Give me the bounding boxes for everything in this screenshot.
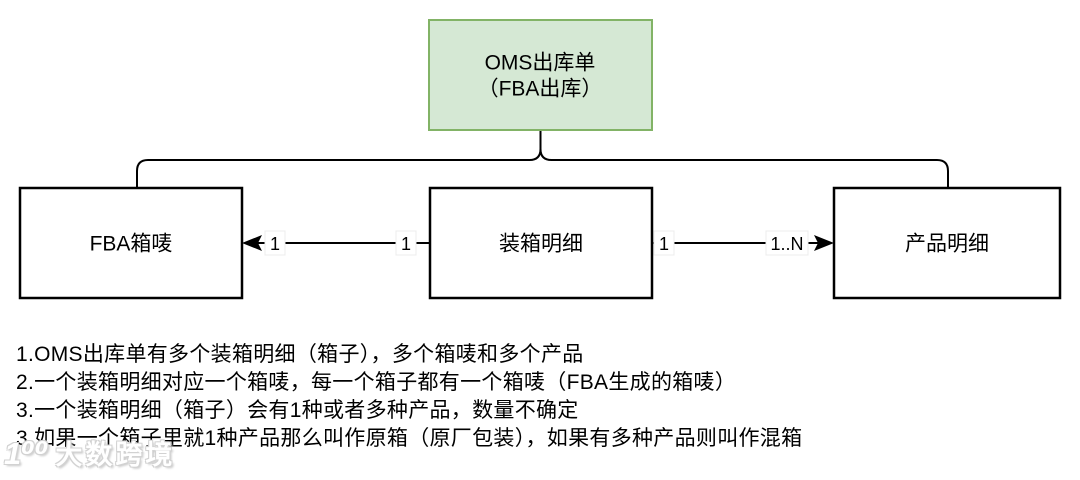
- arrowhead-left-icon: [242, 235, 262, 251]
- edge-right-target-multiplicity: 1..N: [770, 234, 803, 254]
- node-oms-outbound-label-line2: （FBA出库）: [478, 78, 603, 101]
- edge-label-bg: [395, 230, 417, 256]
- edge-label-bg: [765, 230, 809, 256]
- watermark-logo-icon: 1⁰⁰: [4, 436, 49, 471]
- connector-root-to-fba: [136, 130, 542, 187]
- node-product-detail-text: 产品明细: [905, 233, 989, 256]
- node-fba-label-text: FBA箱唛: [90, 233, 173, 256]
- watermark: 1⁰⁰ 大数跨境: [4, 438, 175, 469]
- edge-right-source-multiplicity: 1: [659, 234, 669, 254]
- note-line-1: 1.OMS出库单有多个装箱明细（箱子），多个箱唛和多个产品: [16, 343, 584, 366]
- node-packing-detail-text: 装箱明细: [499, 233, 583, 256]
- note-line-3: 3.一个装箱明细（箱子）会有1种或者多种产品，数量不确定: [16, 399, 579, 422]
- arrowhead-right-icon: [814, 235, 834, 251]
- edge-left-source-multiplicity: 1: [401, 234, 411, 254]
- edge-label-bg: [653, 230, 675, 256]
- note-line-4: 3.如果一个箱子里就1种产品那么叫作原箱（原厂包装），如果有多种产品则叫作混箱: [16, 427, 803, 450]
- edge-label-bg: [264, 230, 286, 256]
- node-packing-detail: [428, 186, 654, 300]
- node-fba-label: [18, 186, 244, 300]
- node-oms-outbound: [428, 19, 653, 131]
- connector-root-to-product: [539, 130, 949, 187]
- node-oms-outbound-label-line1: OMS出库单: [485, 52, 596, 75]
- note-line-2: 2.一个装箱明细对应一个箱唛，每一个箱子都有一个箱唛（FBA生成的箱唛）: [16, 371, 737, 394]
- edge-left-target-multiplicity: 1: [270, 234, 280, 254]
- notes-block: 1.OMS出库单有多个装箱明细（箱子），多个箱唛和多个产品 2.一个装箱明细对应…: [16, 341, 802, 453]
- node-product-detail: [832, 186, 1062, 300]
- entity-diagram: OMS出库单 （FBA出库） FBA箱唛 装箱明细 产品明细 1 1 1 1..…: [18, 19, 1062, 300]
- watermark-brand-text: 大数跨境: [55, 439, 176, 470]
